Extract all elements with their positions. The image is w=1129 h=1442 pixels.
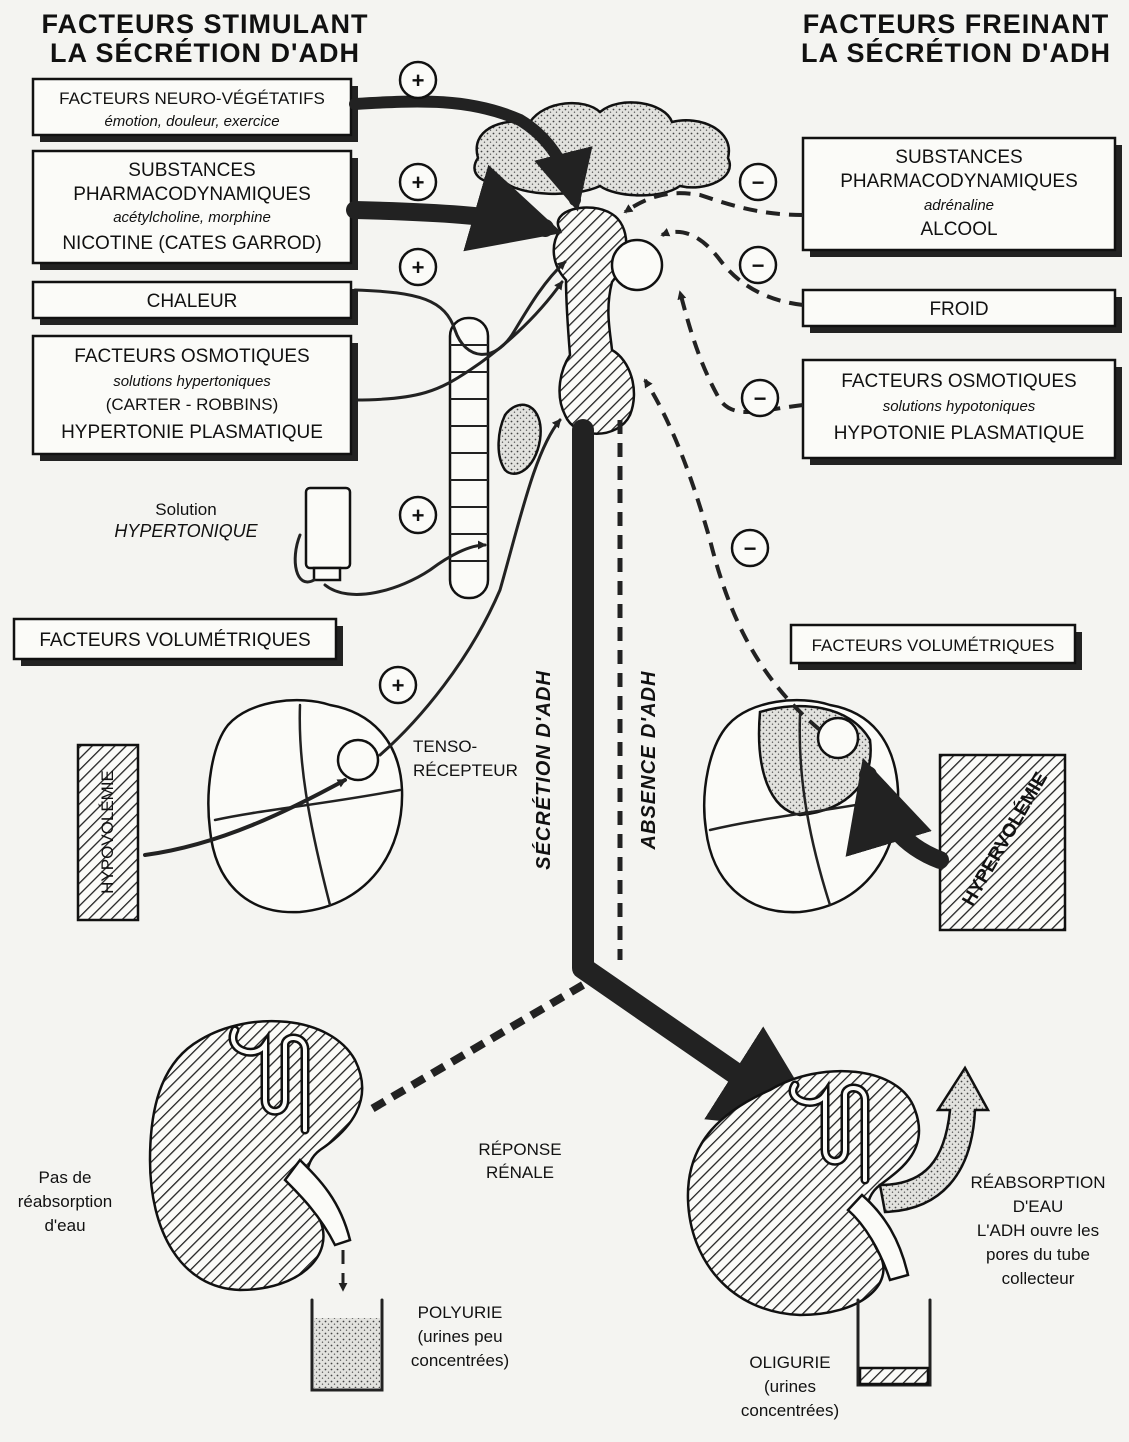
box-chaleur: CHALEUR — [33, 282, 358, 325]
svg-text:−: − — [752, 253, 765, 278]
tenso-recepteur — [338, 740, 378, 780]
kidney-right: RÉABSORPTION D'EAU L'ADH ouvre les pores… — [688, 1068, 1106, 1315]
kidney-left: Pas de réabsorption d'eau — [18, 1021, 362, 1290]
neuro-line2: émotion, douleur, exercice — [104, 113, 279, 130]
hypervolemie-block: HYPERVOLÉMIE — [940, 755, 1065, 930]
minus-sign-3: − — [742, 380, 778, 416]
hypovolemie-block: HYPOVOLÉMIE — [78, 745, 138, 920]
heart-right — [704, 700, 898, 912]
plus-sign-2: + — [400, 164, 436, 200]
right-kidney-label-line1: RÉABSORPTION — [970, 1173, 1105, 1192]
trachea — [450, 318, 541, 598]
svg-text:−: − — [744, 536, 757, 561]
svg-text:+: + — [412, 255, 425, 280]
plus-sign-3: + — [400, 249, 436, 285]
box-osmo-freinant: FACTEURS OSMOTIQUES solutions hypotoniqu… — [803, 360, 1122, 465]
osmo-s-line1: FACTEURS OSMOTIQUES — [74, 346, 309, 367]
box-pharma-freinant: SUBSTANCES PHARMACODYNAMIQUES adrénaline… — [803, 138, 1122, 257]
freinant-title-line2: LA SÉCRÉTION D'ADH — [801, 37, 1111, 68]
svg-text:+: + — [392, 673, 405, 698]
svg-text:−: − — [752, 170, 765, 195]
volum-f-label: FACTEURS VOLUMÉTRIQUES — [812, 636, 1055, 655]
stimulant-title-line1: FACTEURS STIMULANT — [42, 9, 369, 39]
pharma-s-line2: PHARMACODYNAMIQUES — [73, 184, 311, 205]
svg-text:+: + — [412, 68, 425, 93]
svg-text:+: + — [412, 503, 425, 528]
container-polyurie: POLYURIE (urines peu concentrées) — [312, 1300, 509, 1390]
minus-sign-4: − — [732, 530, 768, 566]
pharma-f-line1: SUBSTANCES — [895, 147, 1022, 168]
polyurie-line2: (urines peu — [417, 1327, 502, 1346]
pharma-s-line3: acétylcholine, morphine — [113, 209, 271, 226]
freinant-title-line1: FACTEURS FREINANT — [803, 9, 1110, 39]
osmo-s-line4: HYPERTONIE PLASMATIQUE — [61, 422, 323, 443]
pituitary-stalk — [554, 207, 634, 433]
absence-to-left-kidney — [370, 985, 583, 1110]
box-neuro-vegetatifs: FACTEURS NEURO-VÉGÉTATIFS émotion, doule… — [33, 79, 358, 142]
oligurie-line2: (urines — [764, 1377, 816, 1396]
pharma-s-line4: NICOTINE (CATES GARROD) — [62, 233, 321, 254]
tenso-recepteur-right — [818, 718, 858, 758]
solution-line1: Solution — [155, 500, 216, 519]
osmo-f-line3: HYPOTONIE PLASMATIQUE — [834, 423, 1085, 444]
right-kidney-label-line5: collecteur — [1002, 1269, 1075, 1288]
absence-label: ABSENCE D'ADH — [638, 671, 660, 851]
tenso-line1: TENSO- — [413, 737, 477, 756]
left-kidney-label-line2: réabsorption — [18, 1192, 113, 1211]
volum-s-label: FACTEURS VOLUMÉTRIQUES — [39, 630, 310, 651]
box-osmo-stimulant: FACTEURS OSMOTIQUES solutions hypertoniq… — [33, 336, 358, 461]
reponse-line1: RÉPONSE — [478, 1140, 561, 1159]
osmo-f-line1: FACTEURS OSMOTIQUES — [841, 371, 1076, 392]
svg-text:+: + — [412, 170, 425, 195]
left-kidney-label-line3: d'eau — [44, 1216, 85, 1235]
tenso-line2: RÉCEPTEUR — [413, 761, 518, 780]
plus-sign-1: + — [400, 62, 436, 98]
chaleur-label: CHALEUR — [147, 291, 238, 312]
oligurie-line1: OLIGURIE — [749, 1353, 830, 1372]
neuro-line1: FACTEURS NEURO-VÉGÉTATIFS — [59, 89, 325, 108]
secretion-label: SÉCRÉTION D'ADH — [532, 670, 555, 870]
box-pharma-stimulant: SUBSTANCES PHARMACODYNAMIQUES acétylchol… — [33, 151, 358, 270]
plus-sign-5: + — [380, 667, 416, 703]
pharma-f-line2: PHARMACODYNAMIQUES — [840, 171, 1078, 192]
solution-bag: Solution HYPERTONIQUE — [114, 488, 350, 582]
left-kidney-label-line1: Pas de — [39, 1168, 92, 1187]
box-volum-freinant: FACTEURS VOLUMÉTRIQUES — [791, 625, 1082, 670]
container-oligurie: OLIGURIE (urines concentrées) — [741, 1300, 930, 1420]
reponse-line2: RÉNALE — [486, 1163, 554, 1182]
minus-sign-1: − — [740, 164, 776, 200]
hypothalamus — [474, 102, 729, 433]
box-volum-stimulant: FACTEURS VOLUMÉTRIQUES — [14, 619, 343, 666]
right-kidney-label-line3: L'ADH ouvre les — [977, 1221, 1099, 1240]
right-kidney-label-line4: pores du tube — [986, 1245, 1090, 1264]
carotid-vessel — [499, 405, 541, 474]
hypovolemie-label: HYPOVOLÉMIE — [98, 770, 117, 894]
minus-sign-2: − — [740, 247, 776, 283]
solution-line2: HYPERTONIQUE — [114, 521, 258, 541]
heart-left: TENSO- RÉCEPTEUR — [208, 700, 517, 912]
plus-sign-4: + — [400, 497, 436, 533]
oligurie-line3: concentrées) — [741, 1401, 839, 1420]
stimulant-title-line2: LA SÉCRÉTION D'ADH — [50, 37, 360, 68]
pharma-f-line4: ALCOOL — [920, 219, 997, 240]
polyurie-line1: POLYURIE — [418, 1303, 503, 1322]
osmo-s-line3: (CARTER - ROBBINS) — [106, 395, 279, 414]
box-froid: FROID — [803, 290, 1122, 333]
right-kidney-label-line2: D'EAU — [1013, 1197, 1063, 1216]
pharma-s-line1: SUBSTANCES — [128, 160, 255, 181]
froid-label: FROID — [929, 299, 988, 320]
pharma-f-line3: adrénaline — [924, 197, 994, 214]
polyurie-line3: concentrées) — [411, 1351, 509, 1370]
svg-text:−: − — [754, 386, 767, 411]
osmo-f-line2: solutions hypotoniques — [883, 398, 1036, 415]
osmo-s-line2: solutions hypertoniques — [113, 373, 271, 390]
osmoreceptor — [612, 240, 662, 290]
